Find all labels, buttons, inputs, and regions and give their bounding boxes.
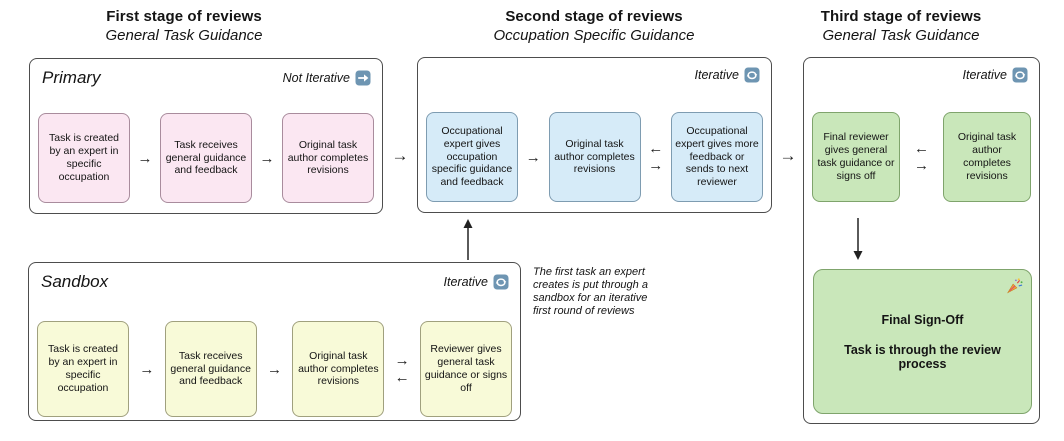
not-iterative-icon (355, 70, 371, 86)
step-box: Task is created by an expert in specific… (38, 113, 130, 203)
flow-arrow-right-icon: → (779, 146, 797, 165)
second-stage-container: Iterative Occupational expert gives occu… (417, 57, 772, 213)
step-box: Original task author completes revisions (282, 113, 374, 203)
step-box: Original task author completes revisions (943, 112, 1031, 202)
second-stage-mode: Iterative (695, 67, 760, 83)
stage-subtitle: Occupation Specific Guidance (493, 27, 695, 44)
mode-label: Not Iterative (282, 71, 350, 85)
flow-arrow-right-icon: → (139, 360, 155, 378)
step-box: Occupational expert gives occupation spe… (426, 112, 518, 202)
mode-label: Iterative (694, 68, 739, 82)
step-box: Task receives general guidance and feedb… (164, 321, 257, 417)
flow-arrow-left-icon: ← (648, 140, 664, 157)
stage-title: Third stage of reviews (820, 8, 982, 25)
primary-label: Primary (42, 68, 101, 87)
flow-arrow-right-icon: → (267, 360, 282, 378)
mode-label: Iterative (962, 68, 1007, 82)
mode-label: Iterative (443, 275, 488, 289)
third-stage-mode: Iterative (963, 67, 1028, 83)
flow-arrows-bidirectional: → ← (384, 353, 420, 385)
sandbox-annotation: The first task an expert creates is put … (533, 266, 648, 317)
stage-title: Second stage of reviews (505, 8, 683, 25)
flow-arrow-up-icon (463, 219, 473, 260)
final-sign-off-subtitle: Task is through the review process (844, 342, 1001, 371)
step-box: Task is created by an expert in specific… (37, 321, 129, 417)
sandbox-mode: Iterative (444, 274, 509, 290)
step-box: Original task author completes revisions (292, 321, 385, 417)
third-stage-header: Third stage of reviews General Task Guid… (751, 8, 1051, 44)
final-sign-off-title: Final Sign-Off (881, 312, 964, 327)
primary-mode: Not Iterative (283, 70, 371, 86)
flow-arrow-left-icon: ← (394, 369, 410, 386)
flow-arrow-right-icon: → (525, 148, 541, 166)
flow-arrow-down-icon (853, 218, 863, 260)
step-box: Occupational expert gives more feedback … (671, 112, 763, 202)
step-box: Final reviewer gives general task guidan… (812, 112, 900, 202)
flow-arrows-bidirectional: ← → (641, 141, 672, 173)
flow-arrow-right-icon: → (391, 146, 409, 165)
sandbox-label: Sandbox (41, 272, 109, 291)
flow-arrows-bidirectional: ← → (900, 141, 943, 173)
flow-arrow-right-icon: → (394, 352, 410, 369)
primary-container: Primary Not Iterative Task is created by… (29, 58, 383, 214)
iterative-icon (744, 67, 760, 83)
step-box: Reviewer gives general task guidance or … (420, 321, 513, 417)
step-box: Original task author completes revisions (548, 112, 641, 202)
sandbox-container: Sandbox Iterative Task is created by an … (28, 262, 521, 421)
flow-arrow-left-icon: ← (914, 140, 929, 157)
flow-arrow-right-icon: → (137, 149, 153, 167)
stage-subtitle: General Task Guidance (105, 27, 263, 44)
iterative-icon (493, 274, 509, 290)
final-sign-off-box: Final Sign-Off Task is through the revie… (813, 269, 1032, 414)
first-stage-header: First stage of reviews General Task Guid… (34, 8, 334, 44)
third-stage-container: Iterative Final reviewer gives general t… (803, 57, 1040, 424)
flow-arrow-right-icon: → (648, 157, 664, 174)
stage-subtitle: General Task Guidance (822, 27, 980, 44)
flow-arrow-right-icon: → (914, 157, 929, 174)
step-box: Task receives general guidance and feedb… (160, 113, 252, 203)
stage-title: First stage of reviews (106, 8, 262, 25)
second-stage-header: Second stage of reviews Occupation Speci… (444, 8, 744, 44)
iterative-icon (1012, 67, 1028, 83)
party-popper-icon (1007, 278, 1023, 294)
flow-arrow-right-icon: → (259, 149, 275, 167)
